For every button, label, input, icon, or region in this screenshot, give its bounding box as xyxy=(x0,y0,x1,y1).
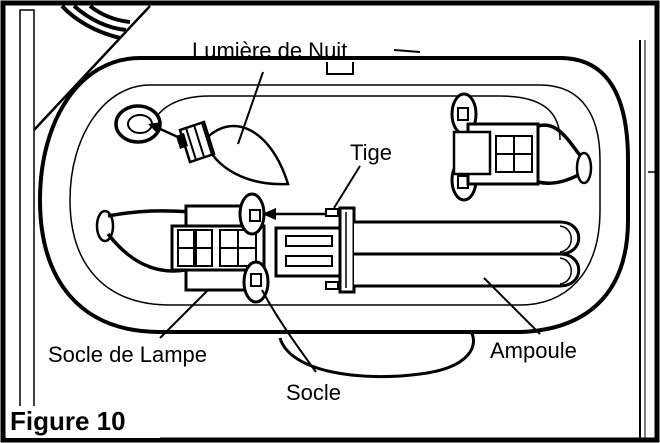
top-notch xyxy=(326,62,354,75)
bulb-leader xyxy=(483,277,541,335)
upper-right-grommet xyxy=(575,151,593,185)
night-light-leader xyxy=(237,71,264,145)
lamp-socket xyxy=(170,192,270,304)
night-light-glass xyxy=(203,124,290,186)
upper-right-socket xyxy=(450,92,540,202)
label-socket: Socle xyxy=(286,380,341,405)
label-pin: Tige xyxy=(350,140,392,165)
base-dome xyxy=(278,329,475,379)
bulb-pin-top xyxy=(325,208,339,217)
socket-leader xyxy=(261,289,317,373)
lamp-socket-leader xyxy=(159,289,209,339)
night-light-bulb xyxy=(114,104,290,186)
label-lamp-socket: Socle de Lampe xyxy=(48,342,207,367)
fluorescent-bulb xyxy=(274,206,581,294)
label-night-light: Lumière de Nuit xyxy=(192,38,347,63)
bulb-tube-top xyxy=(354,220,581,256)
housing-corner xyxy=(33,5,151,131)
top-wires xyxy=(60,4,131,40)
bulb-pin-bottom xyxy=(325,281,339,290)
night-light-leader-2 xyxy=(393,49,421,53)
label-bulb: Ampoule xyxy=(490,338,577,363)
caption-box xyxy=(6,406,160,438)
bulb-tube-bottom xyxy=(354,252,581,288)
figure-caption: Figure 10 xyxy=(10,406,126,436)
housing-inner-outline xyxy=(69,84,601,306)
pin-arrow xyxy=(262,208,330,220)
night-light-arrow xyxy=(148,122,181,140)
lamp-housing xyxy=(37,56,630,334)
pin-leader xyxy=(333,165,361,209)
